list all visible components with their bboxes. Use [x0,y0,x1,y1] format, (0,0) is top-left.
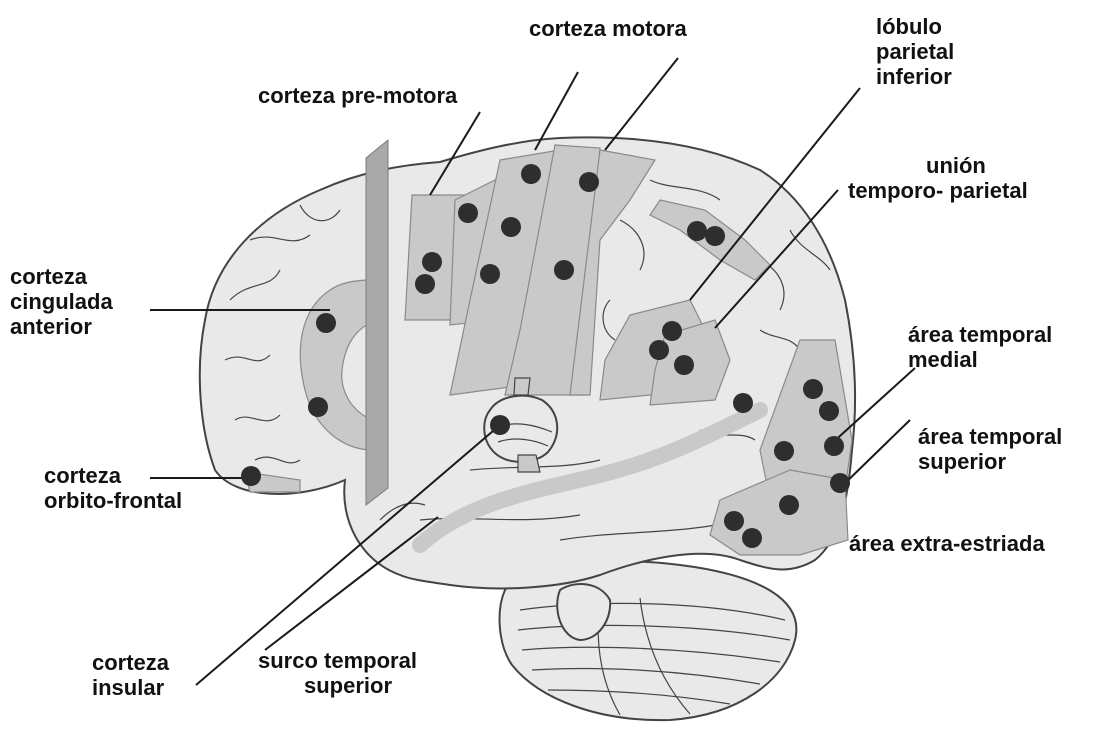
label-corteza-insular: corteza insular [92,650,169,700]
dot [554,260,574,280]
dot [241,466,261,486]
dot [733,393,753,413]
label-line: cingulada [10,289,113,314]
label-line: lóbulo [876,14,954,39]
label-line: anterior [10,314,113,339]
dot [819,401,839,421]
dot [422,252,442,272]
label-surco-temporal-superior: surco temporal superior [258,648,417,698]
dot [308,397,328,417]
label-area-temporal-medial: área temporal medial [908,322,1052,372]
label-line: parietal [876,39,954,64]
label-line: surco temporal [258,648,417,673]
label-line: superior [918,449,1062,474]
dot [803,379,823,399]
dot [501,217,521,237]
label-corteza-premotora: corteza pre-motora [258,83,457,108]
label-line: corteza pre-motora [258,83,457,108]
label-line: insular [92,675,169,700]
label-line: corteza [44,463,182,488]
dot [415,274,435,294]
dot [480,264,500,284]
dot [649,340,669,360]
label-line: área temporal [908,322,1052,347]
dot [490,415,510,435]
label-line: corteza [92,650,169,675]
label-line: orbito-frontal [44,488,182,513]
dot [779,495,799,515]
label-line: superior [258,673,417,698]
dot [830,473,850,493]
label-line: unión [848,153,1028,178]
dot [742,528,762,548]
dot [316,313,336,333]
label-line: área extra-estriada [849,531,1045,556]
dot [662,321,682,341]
label-line: área temporal [918,424,1062,449]
label-corteza-orbito-frontal: corteza orbito-frontal [44,463,182,513]
dot [687,221,707,241]
label-corteza-cingulada-anterior: corteza cingulada anterior [10,264,113,339]
leader-surco [265,517,438,650]
dot [458,203,478,223]
dot [774,441,794,461]
dot [705,226,725,246]
dot [724,511,744,531]
label-union-temporo-parietal: unión temporo- parietal [848,153,1028,203]
label-line: corteza [10,264,113,289]
dot [824,436,844,456]
dot [579,172,599,192]
label-area-extra-estriada: área extra-estriada [849,531,1045,556]
label-line: corteza motora [529,16,687,41]
label-lobulo-parietal-inferior: lóbulo parietal inferior [876,14,954,89]
leader-corteza-motora-2 [605,58,678,150]
sagittal-plane [366,140,388,505]
label-line: inferior [876,64,954,89]
dot [674,355,694,375]
label-line: medial [908,347,1052,372]
label-area-temporal-superior: área temporal superior [918,424,1062,474]
label-corteza-motora: corteza motora [529,16,687,41]
label-line: temporo- parietal [848,178,1028,203]
dot [521,164,541,184]
